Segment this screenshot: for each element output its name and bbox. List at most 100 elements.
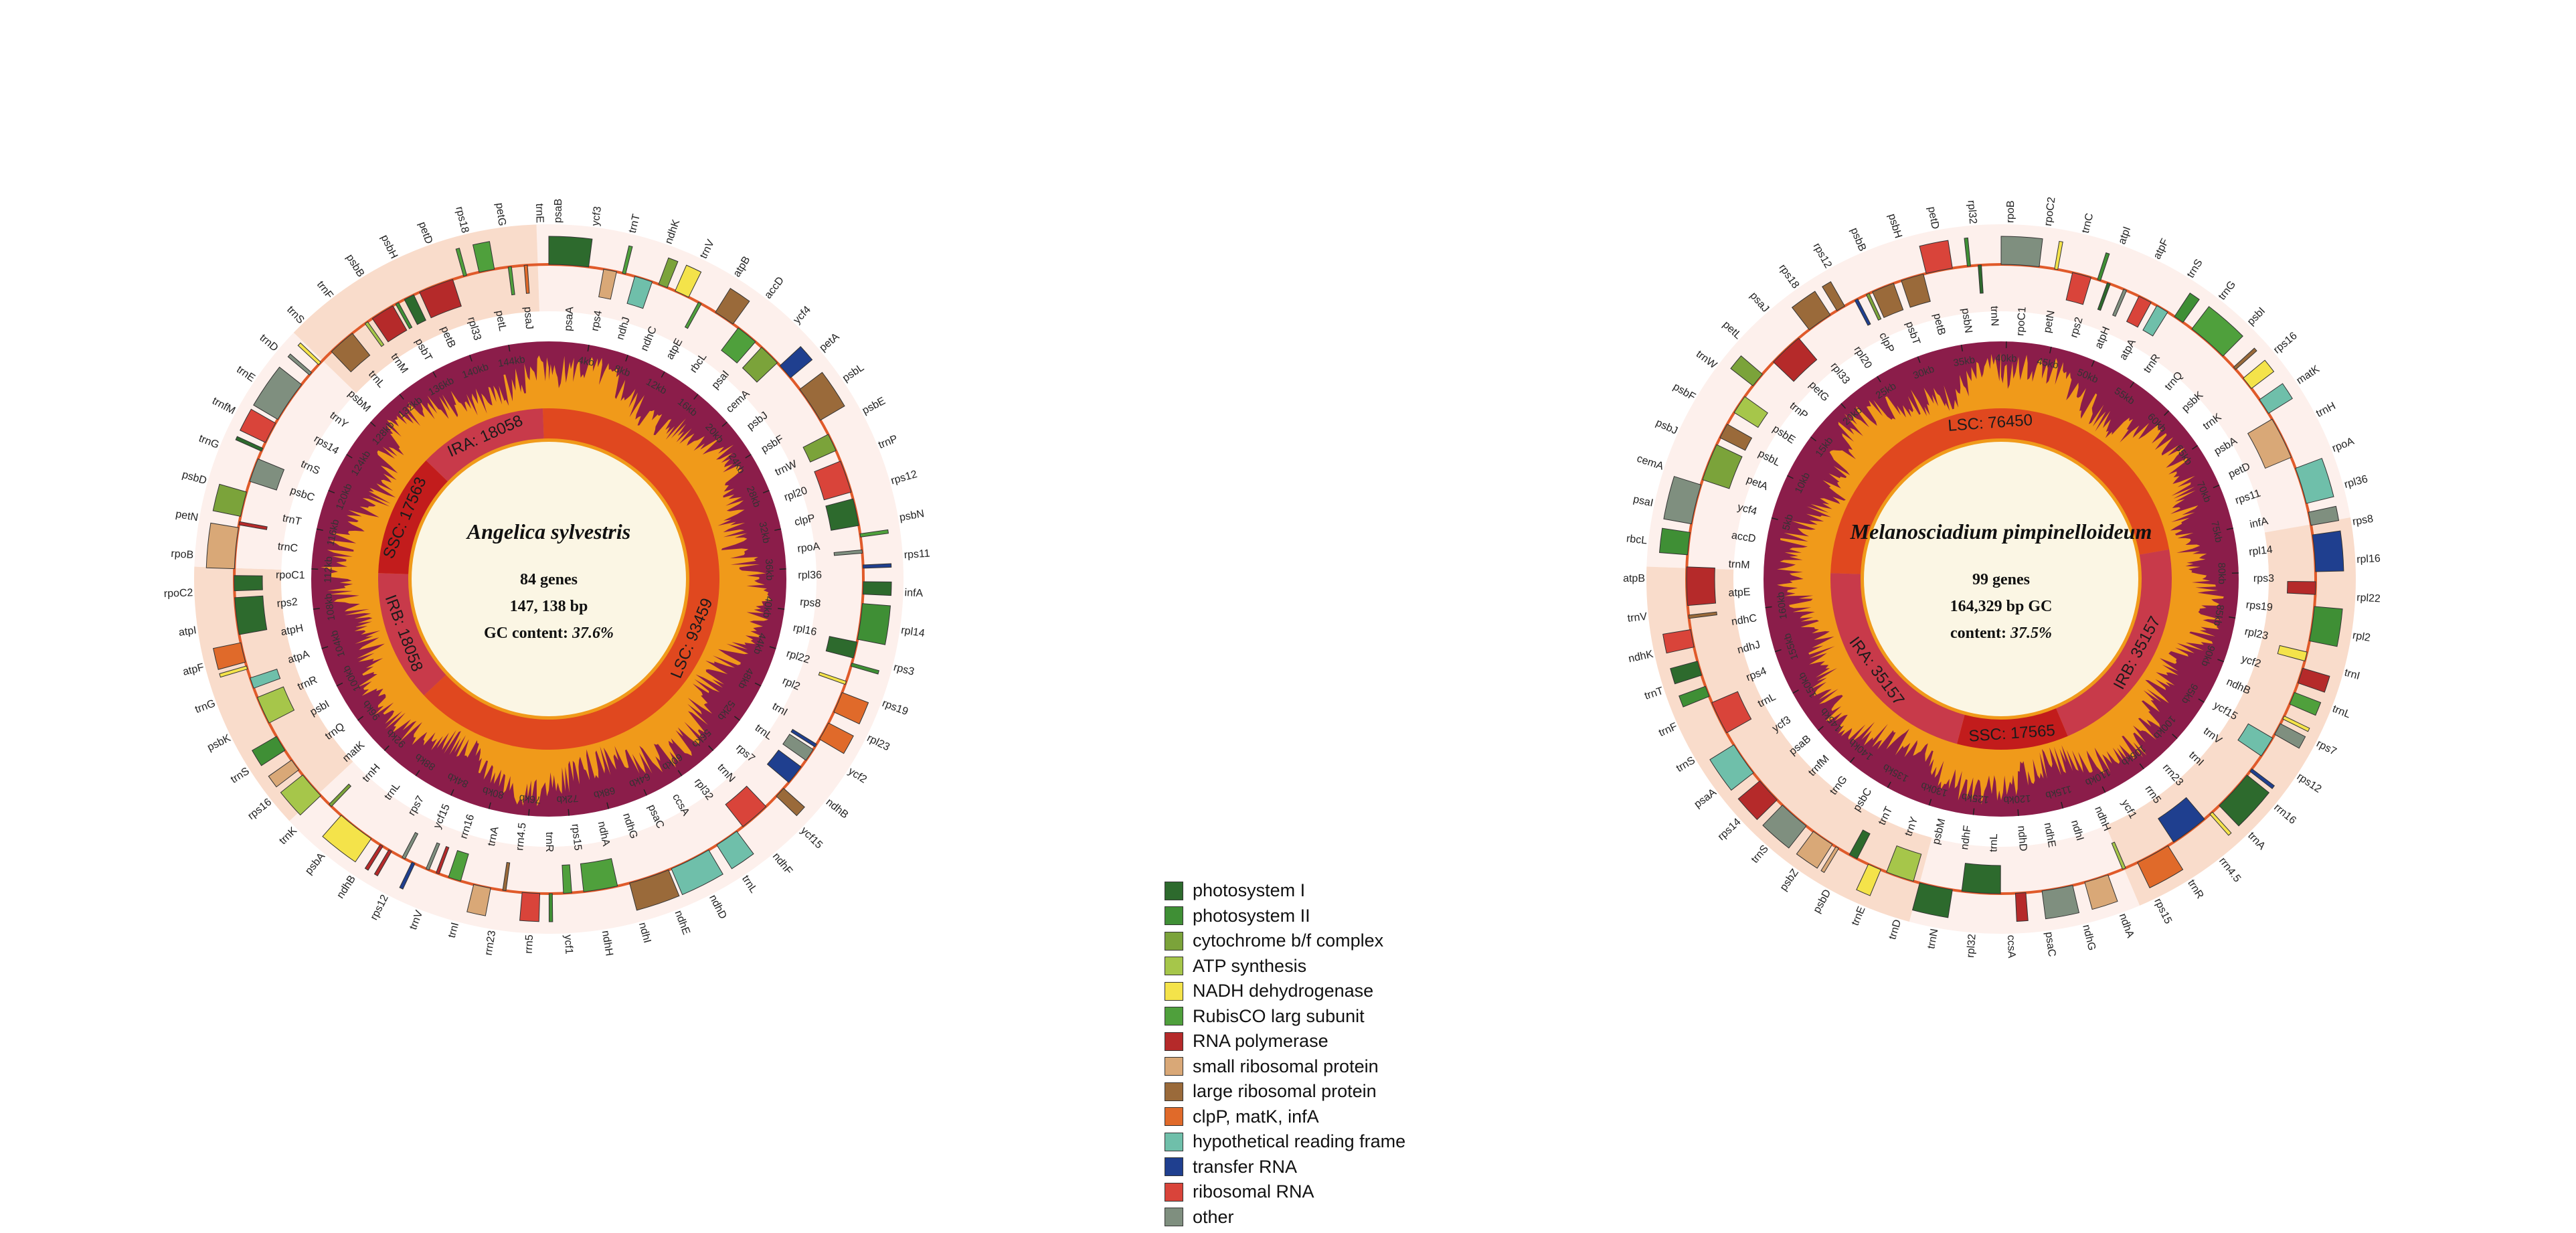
tick-mark [399, 394, 404, 400]
gene-block [1822, 281, 1846, 311]
gene-block [814, 461, 852, 501]
gc-content-value: 37.6% [572, 625, 614, 642]
ssc-outer-band [1909, 825, 2140, 934]
gene-track [1658, 236, 2344, 922]
genome-length: 147, 138 bp [510, 598, 588, 615]
legend-swatch [1165, 1032, 1183, 1051]
gene-block [1886, 845, 1922, 882]
gene-label: psbJ [1654, 417, 1679, 436]
gene-block [1662, 629, 1695, 654]
tick-mark [1792, 689, 1799, 694]
gene-label: rps2 [276, 596, 298, 610]
tick-mark [2229, 616, 2236, 619]
gene-block [2247, 418, 2292, 469]
gene-label: trnT [1643, 685, 1665, 702]
irb-region-arc [2056, 549, 2172, 736]
gene-label: rps7 [406, 794, 426, 818]
gene-block [580, 858, 618, 892]
gene-label: atpI [2116, 225, 2133, 246]
tick-mark [1972, 808, 1975, 815]
gene-block [2112, 289, 2128, 317]
species-name: Angelica sylvestris [466, 519, 630, 544]
gene-label: clpP [1877, 331, 1896, 354]
gene-block [1688, 611, 1717, 619]
gene-block [1872, 282, 1904, 319]
gene-label: trnW [1694, 349, 1719, 372]
gene-block [466, 884, 491, 916]
gene-label: trnM [1728, 559, 1750, 572]
tick-mark [488, 802, 491, 809]
tick-mark [625, 355, 628, 361]
gene-block [280, 774, 321, 816]
legend-swatch [1165, 981, 1183, 1001]
legend-item: hypothetical reading frame [1165, 1129, 1513, 1155]
gene-block [857, 603, 891, 645]
legend-item: cytochrome b/f complex [1165, 928, 1513, 954]
gene-block [598, 268, 617, 300]
gene-label: petG [1806, 380, 1830, 404]
gene-block [1772, 337, 1818, 382]
legend-label: small ribosomal protein [1193, 1056, 1379, 1076]
gene-block [1730, 355, 1764, 387]
gene-label: rps18 [1776, 262, 1801, 291]
gene-block [1762, 805, 1807, 849]
gene-label: trnH [2314, 400, 2338, 420]
tick-mark [693, 394, 699, 400]
gene-label: rps3 [2253, 573, 2274, 584]
gene-block [2308, 505, 2340, 526]
gene-block [548, 236, 593, 268]
gene-label: trnL [1988, 833, 2000, 852]
gene-block [859, 529, 889, 538]
gene-block [2065, 272, 2092, 305]
gene-label: rps14 [312, 433, 341, 457]
gene-label: ndhC [639, 325, 659, 353]
gene-label: trnI [2343, 667, 2361, 682]
gene-block [2277, 645, 2308, 662]
gene-block [507, 266, 515, 296]
gene-label: atpI [178, 625, 197, 639]
ira-region-arc [1830, 573, 1965, 744]
gene-block [862, 581, 892, 596]
gene-label: trnG [197, 433, 221, 451]
gene-block [2295, 458, 2334, 504]
gene-block [331, 333, 371, 373]
gene-label: psbL [841, 361, 866, 384]
genome-map-melanosciadium-pimpinelloideum: rpoBrpoC1rpoC2petNtrnCrps2atpIatpHatpFat… [1623, 196, 2381, 959]
tick-mark [1960, 344, 1963, 351]
gene-label: ndhE [673, 909, 692, 936]
gene-block [2014, 892, 2029, 922]
ira-outer-band [1646, 566, 1932, 922]
gene-label: trnL [2330, 704, 2352, 721]
gene-label: trnR [543, 832, 555, 852]
gene-label: ndhB [335, 874, 358, 901]
gene-block [502, 861, 511, 892]
gene-block [2289, 691, 2322, 716]
tick-label: 4kb [577, 355, 595, 369]
gene-label: petA [817, 331, 841, 353]
gene-block [2286, 581, 2316, 595]
gene-label: atpB [1623, 573, 1645, 584]
tick-label: 40kb [760, 596, 774, 619]
gene-block [802, 434, 837, 463]
gene-label: trnF [1657, 721, 1679, 739]
gene-label: trnS [2185, 257, 2205, 280]
gene-label: ycf3 [590, 206, 604, 226]
tick-mark [2139, 763, 2144, 770]
gene-block [2000, 236, 2043, 268]
legend-swatch [1165, 1057, 1183, 1076]
tick-mark [721, 421, 727, 427]
tick-mark [778, 608, 785, 610]
gene-label: rpoA [2330, 436, 2356, 455]
gene-label: rrn16 [2271, 802, 2298, 827]
gene-label: rpl23 [865, 732, 892, 753]
gene-block [2191, 306, 2243, 357]
gene-block [2219, 774, 2270, 827]
gene-block [371, 305, 408, 343]
gene-label: accD [762, 275, 786, 301]
gene-label: rpl2 [2352, 630, 2371, 644]
legend-swatch [1165, 906, 1183, 926]
tick-mark [357, 716, 364, 721]
ssc-region-arc [1957, 708, 2068, 750]
gene-block [373, 849, 392, 877]
ssc-region-arc [378, 460, 448, 574]
